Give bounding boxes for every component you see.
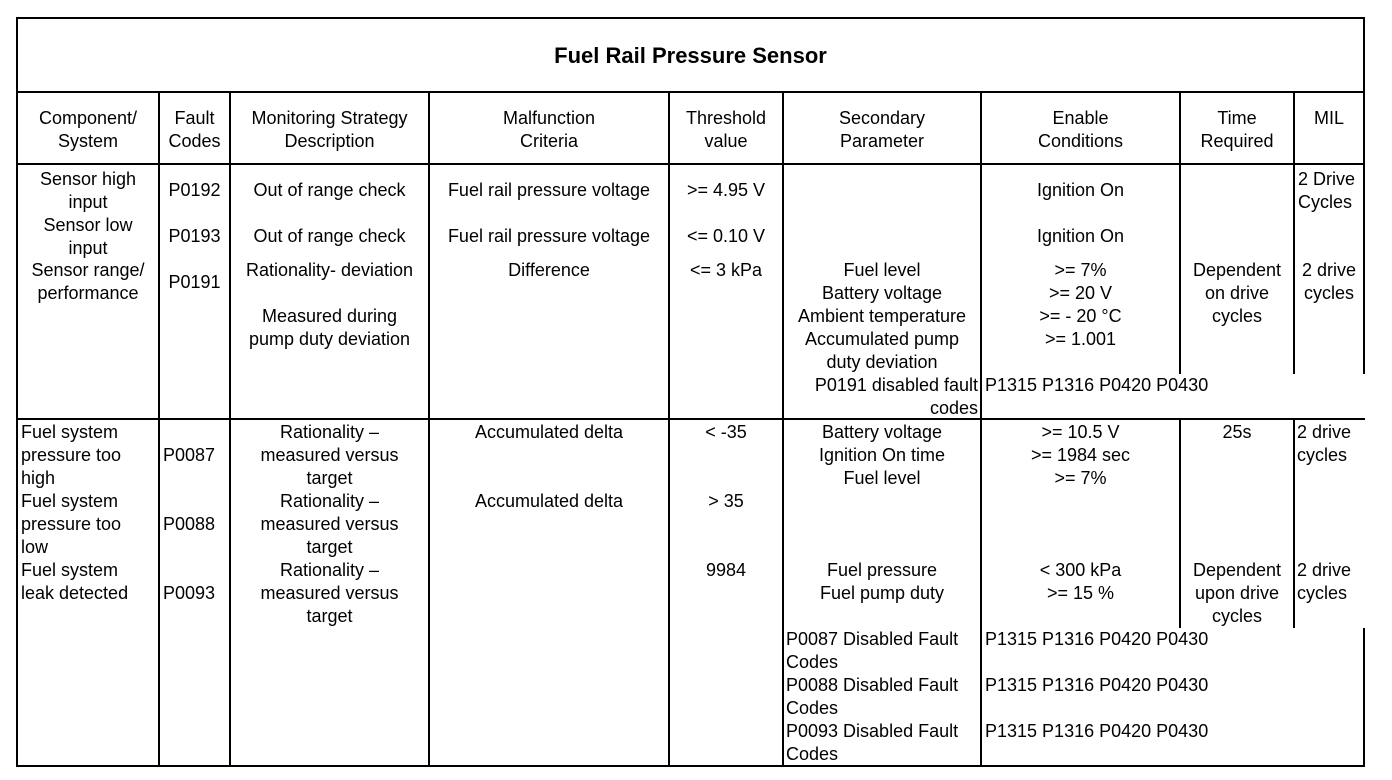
s2-leak-enable: < 300 kPa >= 15 % [1039,560,1122,603]
s1-range-time: Dependent on drive cycles [1192,260,1282,326]
col-sep-8-top [1293,91,1295,374]
header-time: Time Required [1200,108,1274,151]
s2-high-enable: >= 10.5 V >= 1984 sec >= 7% [1030,422,1131,488]
table-border-right-bottom [1363,628,1365,767]
header-secondary: Secondary Parameter [838,108,926,151]
s2-leak-threshold: 9984 [705,560,747,580]
s1-low-component: Sensor low input [43,215,133,258]
col-sep-2 [229,91,231,767]
col-sep-7-bottom [1179,420,1181,628]
s1-low-criteria: Fuel rail pressure voltage [447,226,651,246]
header-mil: MIL [1313,108,1344,128]
s1-range-component: Sensor range/ performance [31,260,145,303]
header-threshold: Threshold value [685,108,767,151]
s1-range-mil: 2 drive cycles [1301,260,1357,303]
s2-disabled-codes-p0093: P1315 P1316 P0420 P0430 [985,721,1209,741]
s2-high-secondary: Battery voltage Ignition On time Fuel le… [818,422,946,488]
col-sep-1 [158,91,160,767]
s2-high-mil: 2 drive cycles [1297,422,1352,465]
s1-high-threshold: >= 4.95 V [686,180,766,200]
s2-high-criteria: Accumulated delta [474,422,624,442]
s2-disabled-label-p0093: P0093 Disabled Fault Codes [786,721,959,764]
header-criteria: Malfunction Criteria [502,108,596,151]
table-border-right-top [1363,17,1365,374]
s1-range-criteria: Difference [508,260,590,280]
s1-range-enable: >= 7% >= 20 V >= - 20 °C >= 1.001 [1039,260,1122,349]
s2-disabled-codes-p0088: P1315 P1316 P0420 P0430 [985,675,1209,695]
header-enable: Enable Conditions [1037,108,1124,151]
s1-high-enable: Ignition On [1036,180,1125,200]
s2-high-threshold: < -35 [705,422,747,442]
s2-high-time: 25s [1222,422,1252,442]
s2-disabled-label-p0087: P0087 Disabled Fault Codes [786,629,959,672]
s2-low-threshold: > 35 [708,491,744,511]
s1-range-strategy-note: Measured during pump duty deviation [248,306,411,349]
s2-leak-component: Fuel system leak detected [21,560,129,603]
s1-high-criteria: Fuel rail pressure voltage [447,180,651,200]
table-border-left [16,17,18,767]
header-fault-codes: Fault Codes [168,108,221,151]
s2-high-component: Fuel system pressure too high [21,422,122,488]
s2-leak-secondary: Fuel pressure Fuel pump duty [819,560,945,603]
s2-leak-code: P0093 [163,583,216,603]
s1-range-code: P0191 [168,272,221,292]
s2-leak-time: Dependent upon drive cycles [1192,560,1282,626]
table-border-bottom [16,765,1365,767]
s2-low-strategy: Rationality – measured versus target [260,491,399,557]
s1-low-threshold: <= 0.10 V [686,226,766,246]
s1-disabled-codes: P1315 P1316 P0420 P0430 [985,375,1209,395]
s1-high-strategy: Out of range check [253,180,406,200]
section-divider [16,418,1365,420]
header-component: Component/ System [38,108,138,151]
col-sep-7-top [1179,91,1181,374]
col-sep-8-bottom [1293,420,1295,628]
col-sep-4 [668,91,670,767]
s1-low-enable: Ignition On [1036,226,1125,246]
s2-low-code: P0088 [163,514,216,534]
s1-range-strategy: Rationality- deviation [245,260,414,280]
col-sep-6 [980,91,982,767]
col-sep-5 [782,91,784,767]
s2-leak-mil: 2 drive cycles [1297,560,1352,603]
s1-high-component: Sensor high input [39,169,137,212]
s2-disabled-codes-p0087: P1315 P1316 P0420 P0430 [985,629,1209,649]
title-divider [16,91,1365,93]
s1-range-secondary: Fuel level Battery voltage Ambient tempe… [797,260,967,372]
s2-high-code: P0087 [163,445,216,465]
table-border-top [16,17,1365,19]
s2-high-strategy: Rationality – measured versus target [260,422,399,488]
s1-low-strategy: Out of range check [253,226,406,246]
s2-leak-strategy: Rationality – measured versus target [260,560,399,626]
page-title: Fuel Rail Pressure Sensor [554,43,827,68]
s2-disabled-label-p0088: P0088 Disabled Fault Codes [786,675,959,718]
col-sep-3 [428,91,430,767]
s1-disabled-label: P0191 disabled fault codes [814,375,978,418]
header-strategy: Monitoring Strategy Description [251,108,408,151]
s1-low-code: P0193 [168,226,221,246]
header-divider [16,163,1365,165]
s1-range-threshold: <= 3 kPa [689,260,763,280]
s2-low-component: Fuel system pressure too low [21,491,122,557]
s1-high-mil: 2 Drive Cycles [1298,169,1356,212]
s1-high-code: P0192 [168,180,221,200]
s2-low-criteria: Accumulated delta [474,491,624,511]
